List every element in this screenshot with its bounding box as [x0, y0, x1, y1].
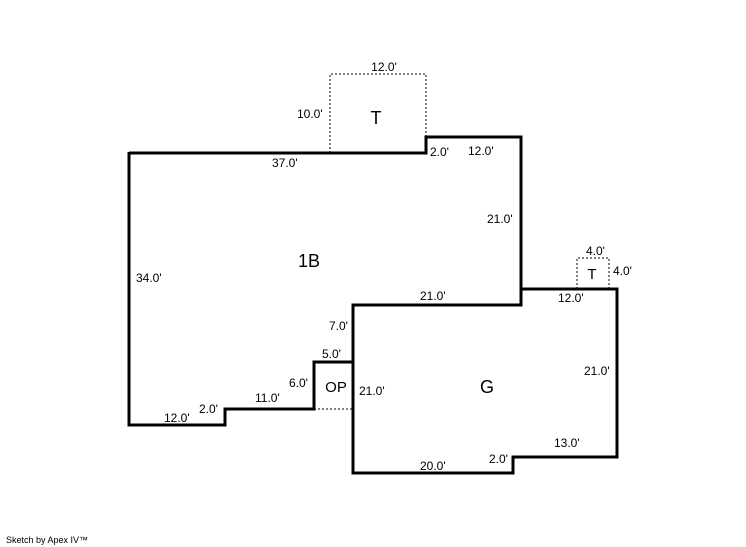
dim-main-right: 21.0'	[487, 212, 513, 226]
garage-outline	[351, 287, 619, 475]
dim-t-left: 10.0'	[297, 107, 323, 121]
sketch-credit: Sketch by Apex IV™	[6, 535, 88, 545]
dim-g-top: 12.0'	[558, 291, 584, 305]
area-label-top-terrace: T	[371, 108, 382, 128]
dim-main-left: 34.0'	[136, 271, 162, 285]
dim-t-top: 12.0'	[371, 60, 397, 74]
dim-main-top: 37.0'	[272, 156, 298, 170]
dim-op-right: 21.0'	[359, 384, 385, 398]
dim-bottom-mid: 11.0'	[255, 391, 280, 405]
dim-g-bottom-right: 13.0'	[554, 436, 580, 450]
dim-g-step: 2.0'	[489, 452, 508, 466]
dim-g-right: 21.0'	[584, 364, 610, 378]
area-label-garage: G	[480, 377, 494, 397]
area-label-main: 1B	[298, 251, 320, 271]
dim-g-bottom: 20.0'	[420, 459, 446, 473]
dim-op-left: 6.0'	[289, 376, 308, 390]
dim-step-top: 2.0'	[430, 145, 449, 159]
dim-bottom-step: 2.0'	[199, 402, 218, 416]
area-label-open-porch: OP	[325, 379, 347, 396]
dim-t2-right: 4.0'	[613, 264, 632, 278]
dim-main-inner-bottom: 21.0'	[420, 289, 446, 303]
dim-t2-top: 4.0'	[586, 244, 605, 258]
dim-op-top: 5.0'	[322, 347, 341, 361]
dim-main-top-right: 12.0'	[468, 144, 494, 158]
dim-porch-wall: 7.0'	[329, 319, 348, 333]
dim-bottom-left: 12.0'	[164, 411, 190, 425]
area-label-right-terrace: T	[587, 266, 596, 283]
